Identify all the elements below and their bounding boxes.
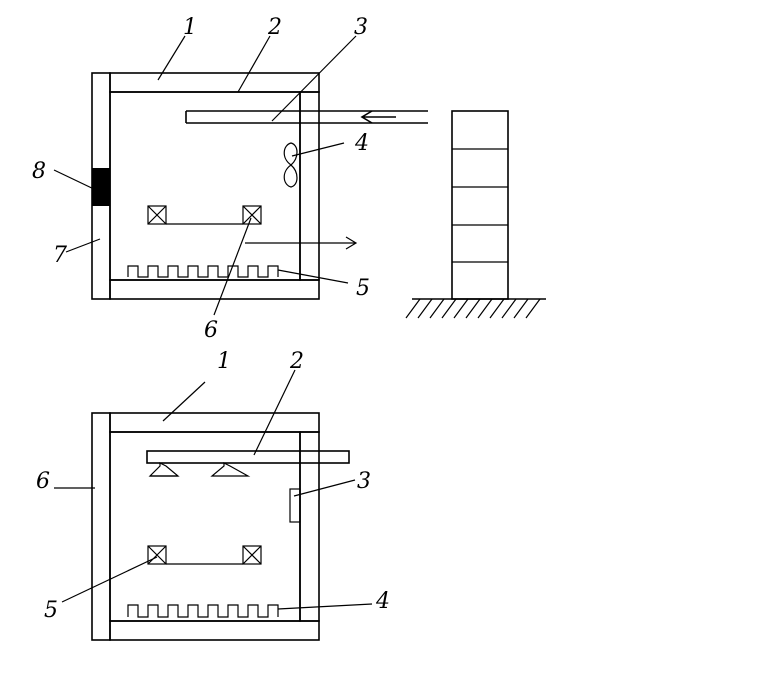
top-leader-lines [53, 35, 357, 316]
bottom-label-1: 1 [217, 349, 231, 374]
top-label-6: 6 [204, 318, 218, 343]
top-heater [127, 265, 279, 278]
top-label-2: 2 [267, 15, 282, 40]
fan-icon [283, 142, 298, 188]
top-diagram: 1 2 3 4 5 6 7 8 [32, 15, 546, 343]
top-label-1: 1 [183, 15, 197, 40]
top-chamber-walls [91, 72, 320, 300]
bottom-diagram: 1 2 3 4 5 6 [36, 349, 390, 641]
top-label-8: 8 [32, 159, 46, 184]
spray-pipe [146, 450, 350, 477]
door-seal-block [92, 168, 110, 206]
top-rack [147, 205, 262, 225]
bottom-label-3: 3 [357, 469, 371, 494]
bottom-label-6: 6 [36, 469, 50, 494]
bottom-rack [147, 545, 262, 565]
top-outlet-arrow [245, 236, 358, 250]
bottom-leader-lines [54, 369, 373, 610]
bottom-label-2: 2 [289, 349, 304, 374]
sensor-plate [289, 488, 301, 523]
bottom-label-4: 4 [375, 589, 390, 614]
top-label-3: 3 [354, 15, 368, 40]
bottom-chamber-walls [91, 412, 320, 641]
bottom-heater [127, 604, 279, 618]
top-label-5: 5 [356, 276, 370, 301]
top-label-7: 7 [53, 243, 67, 268]
stack-tower [405, 110, 546, 319]
top-inlet-pipe [185, 110, 428, 124]
top-label-4: 4 [354, 131, 369, 156]
bottom-label-5: 5 [44, 598, 58, 623]
